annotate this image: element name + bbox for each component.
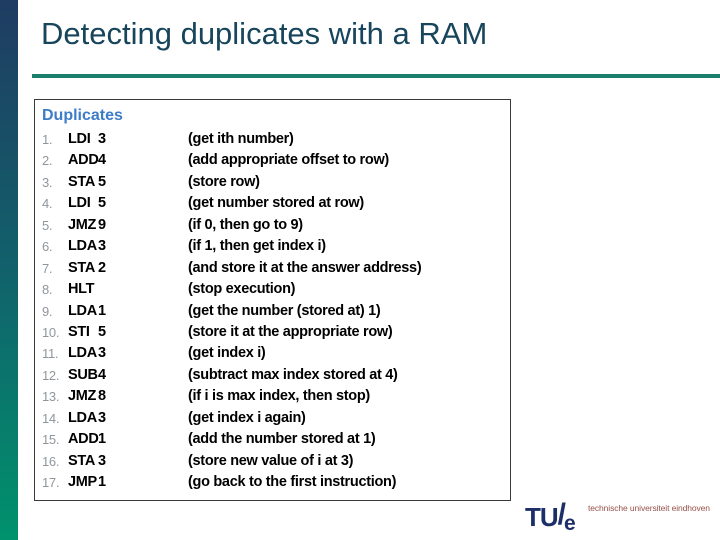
- operand: 5: [98, 173, 106, 190]
- operand: 9: [98, 216, 106, 233]
- tue-logo-e: e: [564, 512, 576, 535]
- comment: (store new value of i at 3): [188, 452, 354, 469]
- mnemonic: HLT: [68, 281, 95, 298]
- line-number: 4.: [42, 196, 53, 212]
- operand: 8: [98, 388, 106, 405]
- comment: (stop execution): [188, 281, 296, 298]
- comment: (if 1, then get index i): [188, 238, 326, 255]
- mnemonic: ADD: [68, 431, 99, 448]
- comment: (add appropriate offset to row): [188, 152, 389, 169]
- mnemonic: LDI: [68, 131, 91, 147]
- slide-title: Detecting duplicates with a RAM: [41, 16, 488, 51]
- comment: (add the number stored at 1): [188, 431, 376, 448]
- mnemonic: SUB: [68, 366, 98, 383]
- operand: 3: [98, 345, 106, 362]
- operand: [98, 279, 188, 300]
- tue-logo-slash-icon: /: [557, 498, 567, 531]
- mnemonic: STA: [68, 173, 96, 190]
- left-accent-bar: [0, 0, 18, 540]
- instruction-row: 1. LDI 3 (get ith number): [42, 129, 510, 150]
- instruction-row: 16. STA 3 (store new value of i at 3): [42, 451, 510, 472]
- mnemonic: LDA: [68, 238, 97, 255]
- tue-logo: TU/e technische universiteit eindhoven: [523, 498, 720, 540]
- comment: (store it at the appropriate row): [188, 323, 393, 340]
- mnemonic: LDA: [68, 302, 97, 319]
- line-number: 15.: [42, 432, 60, 448]
- line-number: 10.: [42, 324, 60, 340]
- instruction-list: 1. LDI 3 (get ith number) 2. ADD 4 (add …: [42, 129, 510, 493]
- instruction-row: 13. JMZ 8 (if i is max index, then stop): [42, 386, 510, 407]
- line-number: 1.: [42, 132, 53, 147]
- comment: (store row): [188, 173, 260, 190]
- operand: 3: [98, 409, 106, 426]
- operand: 1: [98, 474, 106, 490]
- operand: 5: [98, 195, 106, 212]
- comment: (if i is max index, then stop): [188, 388, 370, 405]
- line-number: 9.: [42, 303, 53, 319]
- comment: (get ith number): [188, 131, 294, 147]
- comment: (get the number (stored at) 1): [188, 302, 381, 319]
- operand: 3: [98, 238, 106, 255]
- operand: 5: [98, 323, 106, 340]
- line-number: 16.: [42, 453, 60, 469]
- instruction-row: 2. ADD 4 (add appropriate offset to row): [42, 150, 510, 171]
- comment: (go back to the first instruction): [188, 474, 397, 490]
- instruction-row: 11. LDA 3 (get index i): [42, 343, 510, 364]
- line-number: 11.: [42, 346, 59, 362]
- operand: 4: [98, 152, 106, 169]
- operand: 1: [98, 302, 106, 319]
- title-divider: [32, 74, 720, 78]
- mnemonic: JMZ: [68, 388, 97, 405]
- instruction-row: 8. HLT (stop execution): [42, 279, 510, 300]
- instruction-row: 15. ADD 1 (add the number stored at 1): [42, 429, 510, 450]
- mnemonic: JMP: [68, 474, 97, 490]
- tue-logo-tu: TU: [525, 502, 559, 532]
- instruction-row: 5. JMZ 9 (if 0, then go to 9): [42, 215, 510, 236]
- mnemonic: JMZ: [68, 216, 97, 233]
- line-number: 5.: [42, 217, 53, 233]
- mnemonic: ADD: [68, 152, 99, 169]
- instruction-row: 14. LDA 3 (get index i again): [42, 408, 510, 429]
- instruction-row: 4. LDI 5 (get number stored at row): [42, 193, 510, 214]
- line-number: 2.: [42, 153, 53, 169]
- mnemonic: STA: [68, 259, 96, 276]
- line-number: 7.: [42, 260, 53, 276]
- comment: (and store it at the answer address): [188, 259, 422, 276]
- instruction-row: 12. SUB 4 (subtract max index stored at …: [42, 365, 510, 386]
- tue-logo-mark: TU/e: [525, 498, 576, 535]
- tue-logo-tagline: technische universiteit eindhoven: [588, 503, 710, 513]
- instruction-row: 7. STA 2 (and store it at the answer add…: [42, 258, 510, 279]
- mnemonic: LDI: [68, 195, 91, 212]
- instruction-row: 10. STI 5 (store it at the appropriate r…: [42, 322, 510, 343]
- line-number: 13.: [42, 389, 60, 405]
- line-number: 6.: [42, 239, 53, 255]
- instruction-row: 9. LDA 1 (get the number (stored at) 1): [42, 301, 510, 322]
- line-number: 14.: [42, 410, 60, 426]
- program-name: Duplicates: [42, 107, 123, 124]
- operand: 3: [98, 452, 106, 469]
- instruction-row: 17. JMP 1 (go back to the first instruct…: [42, 472, 510, 493]
- operand: 4: [98, 366, 106, 383]
- line-number: 3.: [42, 174, 53, 190]
- operand: 3: [98, 131, 106, 147]
- instruction-row: 3. STA 5 (store row): [42, 172, 510, 193]
- comment: (get index i again): [188, 409, 306, 426]
- instruction-row: 6. LDA 3 (if 1, then get index i): [42, 236, 510, 257]
- comment: (get index i): [188, 345, 266, 362]
- comment: (if 0, then go to 9): [188, 216, 303, 233]
- line-number: 12.: [42, 367, 60, 383]
- mnemonic: STI: [68, 323, 90, 340]
- mnemonic: STA: [68, 452, 96, 469]
- line-number: 17.: [42, 475, 60, 490]
- program-listing-box: Duplicates 1. LDI 3 (get ith number) 2. …: [34, 99, 511, 501]
- mnemonic: LDA: [68, 345, 97, 362]
- operand: 2: [98, 259, 106, 276]
- mnemonic: LDA: [68, 409, 97, 426]
- comment: (subtract max index stored at 4): [188, 366, 398, 383]
- line-number: 8.: [42, 282, 53, 298]
- comment: (get number stored at row): [188, 195, 364, 212]
- operand: 1: [98, 431, 106, 448]
